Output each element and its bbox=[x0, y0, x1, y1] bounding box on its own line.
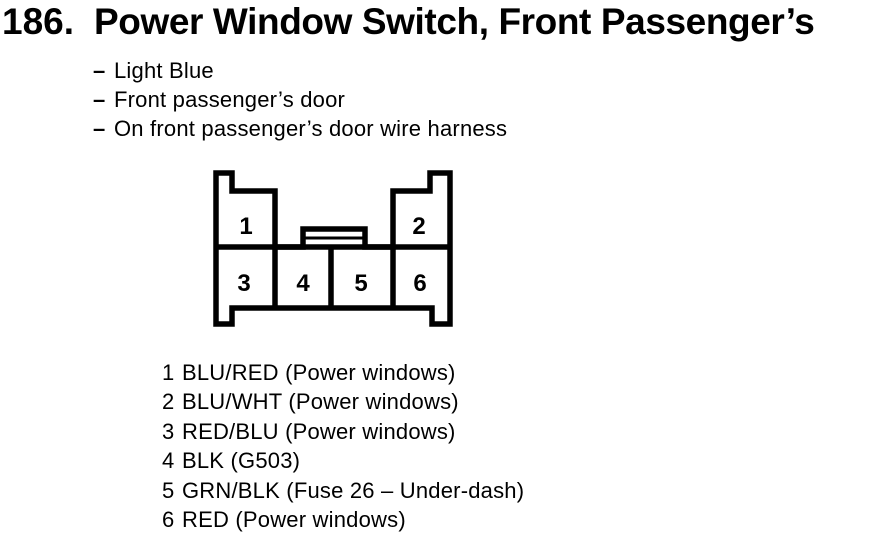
header: 186. Power Window Switch, Front Passenge… bbox=[2, 0, 815, 44]
dash-bullet: – bbox=[93, 87, 106, 112]
legend-wire-description: RED/BLU (Power windows) bbox=[182, 418, 456, 444]
legend-pin-number: 4 bbox=[162, 448, 175, 474]
legend-wire-description: BLU/WHT (Power windows) bbox=[182, 389, 459, 415]
pin-label-4: 4 bbox=[296, 270, 310, 297]
attribute-text: Light Blue bbox=[114, 58, 214, 83]
page-title: Power Window Switch, Front Passenger’s bbox=[94, 1, 815, 42]
connector-diagram: 1 2 3 4 5 6 bbox=[213, 170, 453, 327]
legend-pin-number: 6 bbox=[162, 507, 175, 533]
item-number: 186. bbox=[2, 1, 75, 42]
legend-pin-number: 3 bbox=[162, 418, 175, 444]
pin-label-5: 5 bbox=[354, 270, 367, 297]
legend-row: 4 BLK (G503) bbox=[162, 446, 524, 475]
attribute-text: On front passenger’s door wire harness bbox=[114, 116, 508, 141]
attribute-item: – Front passenger’s door bbox=[93, 85, 507, 114]
pin-label-2: 2 bbox=[412, 213, 425, 240]
dash-bullet: – bbox=[93, 116, 106, 141]
pin-label-3: 3 bbox=[237, 270, 250, 297]
pin-label-6: 6 bbox=[413, 270, 426, 297]
legend-row: 5 GRN/BLK (Fuse 26 – Under-dash) bbox=[162, 476, 524, 505]
legend-wire-description: RED (Power windows) bbox=[182, 507, 406, 533]
legend-row: 2 BLU/WHT (Power windows) bbox=[162, 387, 524, 416]
legend-wire-description: GRN/BLK (Fuse 26 – Under-dash) bbox=[182, 477, 525, 503]
attribute-list: – Light Blue – Front passenger’s door – … bbox=[93, 56, 507, 143]
legend-wire-description: BLK (G503) bbox=[182, 448, 301, 474]
legend-row: 3 RED/BLU (Power windows) bbox=[162, 417, 524, 446]
legend-wire-description: BLU/RED (Power windows) bbox=[182, 360, 456, 385]
attribute-text: Front passenger’s door bbox=[114, 87, 346, 112]
pin-label-1: 1 bbox=[239, 213, 252, 240]
dash-bullet: – bbox=[93, 58, 106, 83]
legend-row: 6 RED (Power windows) bbox=[162, 505, 524, 534]
legend-pin-number: 2 bbox=[162, 389, 175, 415]
legend-pin-number: 5 bbox=[162, 477, 175, 503]
legend-row: 1 BLU/RED (Power windows) bbox=[162, 358, 524, 387]
attribute-item: – Light Blue bbox=[93, 56, 507, 85]
legend-pin-number: 1 bbox=[162, 360, 175, 385]
attribute-item: – On front passenger’s door wire harness bbox=[93, 114, 507, 143]
connector-outline bbox=[213, 170, 453, 327]
connector-cell-dividers bbox=[216, 244, 450, 308]
pin-legend: 1 BLU/RED (Power windows) 2 BLU/WHT (Pow… bbox=[162, 358, 524, 534]
